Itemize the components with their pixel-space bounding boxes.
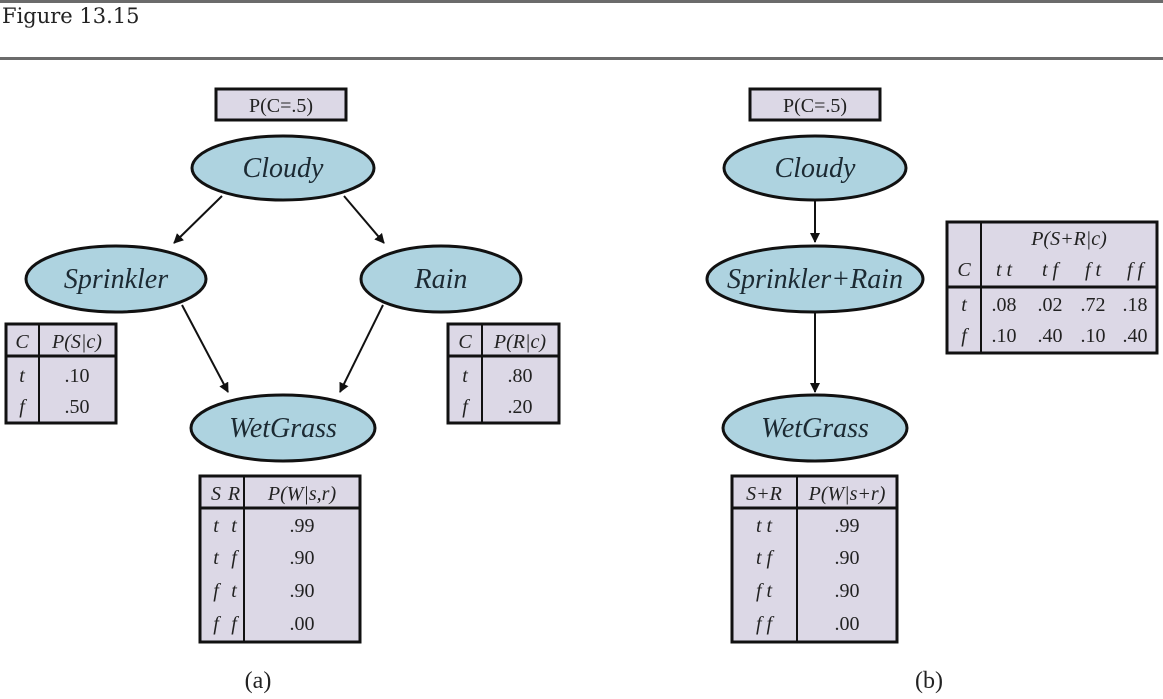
svg-text:Cloudy: Cloudy	[243, 153, 324, 184]
svg-text:.90: .90	[835, 547, 860, 569]
svg-text:S: S	[211, 483, 221, 505]
svg-text:.18: .18	[1123, 294, 1148, 316]
svg-text:t: t	[961, 294, 967, 316]
caption-b: (b)	[915, 668, 943, 694]
node-cloudy-b: Cloudy	[722, 134, 908, 202]
svg-text:t: t	[213, 547, 219, 569]
svg-text:t: t	[231, 515, 237, 537]
svg-text:f: f	[961, 325, 969, 347]
edge-rain-wetgrass	[339, 304, 384, 393]
svg-text:P(C=.5): P(C=.5)	[783, 95, 847, 117]
diagram-b: P(C=.5) Cloudy Sprinkler+Rain WetGrass P…	[705, 87, 1159, 694]
svg-text:t t: t t	[996, 259, 1013, 281]
node-wetgrass-b: WetGrass	[721, 393, 909, 463]
svg-text:.50: .50	[65, 396, 90, 418]
cpt-sprinkler-rain: P(S+R|c) C t t t f f t f f t .08 .02 .72…	[945, 220, 1159, 355]
svg-text:P(W|s,r): P(W|s,r)	[267, 483, 337, 505]
svg-text:.00: .00	[290, 613, 315, 635]
svg-text:.72: .72	[1081, 294, 1106, 316]
svg-text:.40: .40	[1038, 325, 1063, 347]
prior-label: P(C=.5)	[249, 95, 313, 117]
svg-text:f t: f t	[756, 580, 773, 602]
svg-text:t: t	[462, 365, 468, 387]
svg-text:.90: .90	[290, 580, 315, 602]
svg-text:.10: .10	[65, 365, 90, 387]
svg-text:.02: .02	[1038, 294, 1063, 316]
edge-sprinkler-wetgrass	[181, 304, 229, 393]
cpt-sprinkler: C P(S|c) t .10 f .50	[4, 322, 118, 425]
cpt-wetgrass-a: S R P(W|s,r) t t .99 t f .90 f t .90 f f…	[198, 474, 362, 644]
cpt-wetgrass-b: S+R P(W|s+r) t t .99 t f .90 f t .90 f f…	[730, 474, 899, 644]
prior-box-b: P(C=.5)	[748, 87, 882, 122]
svg-text:t f: t f	[756, 547, 775, 569]
svg-text:f: f	[213, 580, 221, 602]
svg-text:C: C	[15, 331, 29, 353]
svg-text:P(R|c): P(R|c)	[493, 331, 546, 353]
svg-text:f: f	[231, 547, 239, 569]
svg-text:.08: .08	[992, 294, 1017, 316]
node-sprinkler: Sprinkler	[24, 244, 208, 314]
svg-text:P(W|s+r): P(W|s+r)	[808, 483, 886, 505]
svg-text:f: f	[213, 613, 221, 635]
title-rule	[0, 57, 1163, 60]
svg-text:Sprinkler: Sprinkler	[64, 264, 168, 295]
svg-text:Sprinkler+Rain: Sprinkler+Rain	[727, 264, 903, 295]
caption-a: (a)	[245, 668, 272, 694]
svg-text:.90: .90	[835, 580, 860, 602]
svg-text:P(S+R|c): P(S+R|c)	[1030, 228, 1107, 250]
node-cloudy-a: Cloudy	[190, 134, 376, 202]
svg-text:.99: .99	[835, 515, 860, 537]
svg-text:t f: t f	[1042, 259, 1061, 281]
svg-text:.10: .10	[1081, 325, 1106, 347]
svg-text:R: R	[227, 483, 240, 505]
top-rule	[0, 0, 1163, 3]
svg-text:Rain: Rain	[414, 264, 468, 295]
svg-text:.00: .00	[835, 613, 860, 635]
svg-text:t: t	[213, 515, 219, 537]
svg-text:f f: f f	[756, 613, 775, 635]
svg-text:.90: .90	[290, 547, 315, 569]
svg-text:t: t	[19, 365, 25, 387]
node-rain: Rain	[359, 244, 523, 314]
diagram-a: P(C=.5) Cloudy Sprinkler Rain WetGrass	[4, 87, 561, 694]
svg-text:f: f	[19, 396, 27, 418]
svg-text:f: f	[462, 396, 470, 418]
svg-text:.80: .80	[508, 365, 533, 387]
svg-text:t t: t t	[756, 515, 773, 537]
node-wetgrass-a: WetGrass	[189, 393, 377, 463]
svg-text:f f: f f	[1127, 259, 1146, 281]
svg-text:f t: f t	[1085, 259, 1102, 281]
svg-text:P(S|c): P(S|c)	[51, 331, 102, 353]
svg-text:.99: .99	[290, 515, 315, 537]
svg-text:.20: .20	[508, 396, 533, 418]
cpt-rain: C P(R|c) t .80 f .20	[446, 322, 561, 425]
svg-text:WetGrass: WetGrass	[229, 413, 337, 444]
svg-text:C: C	[458, 331, 472, 353]
node-sprinkler-rain: Sprinkler+Rain	[705, 244, 925, 314]
figure-title: Figure 13.15	[2, 4, 140, 28]
svg-text:C: C	[957, 259, 971, 281]
svg-text:f: f	[231, 613, 239, 635]
edge-cloudy-sprinkler	[173, 195, 223, 244]
svg-text:S+R: S+R	[746, 483, 782, 505]
edge-cloudy-rain	[343, 195, 385, 244]
svg-text:WetGrass: WetGrass	[761, 413, 869, 444]
prior-box-a: P(C=.5)	[214, 87, 348, 122]
svg-text:.40: .40	[1123, 325, 1148, 347]
svg-text:t: t	[231, 580, 237, 602]
svg-text:.10: .10	[992, 325, 1017, 347]
svg-text:Cloudy: Cloudy	[775, 153, 856, 184]
